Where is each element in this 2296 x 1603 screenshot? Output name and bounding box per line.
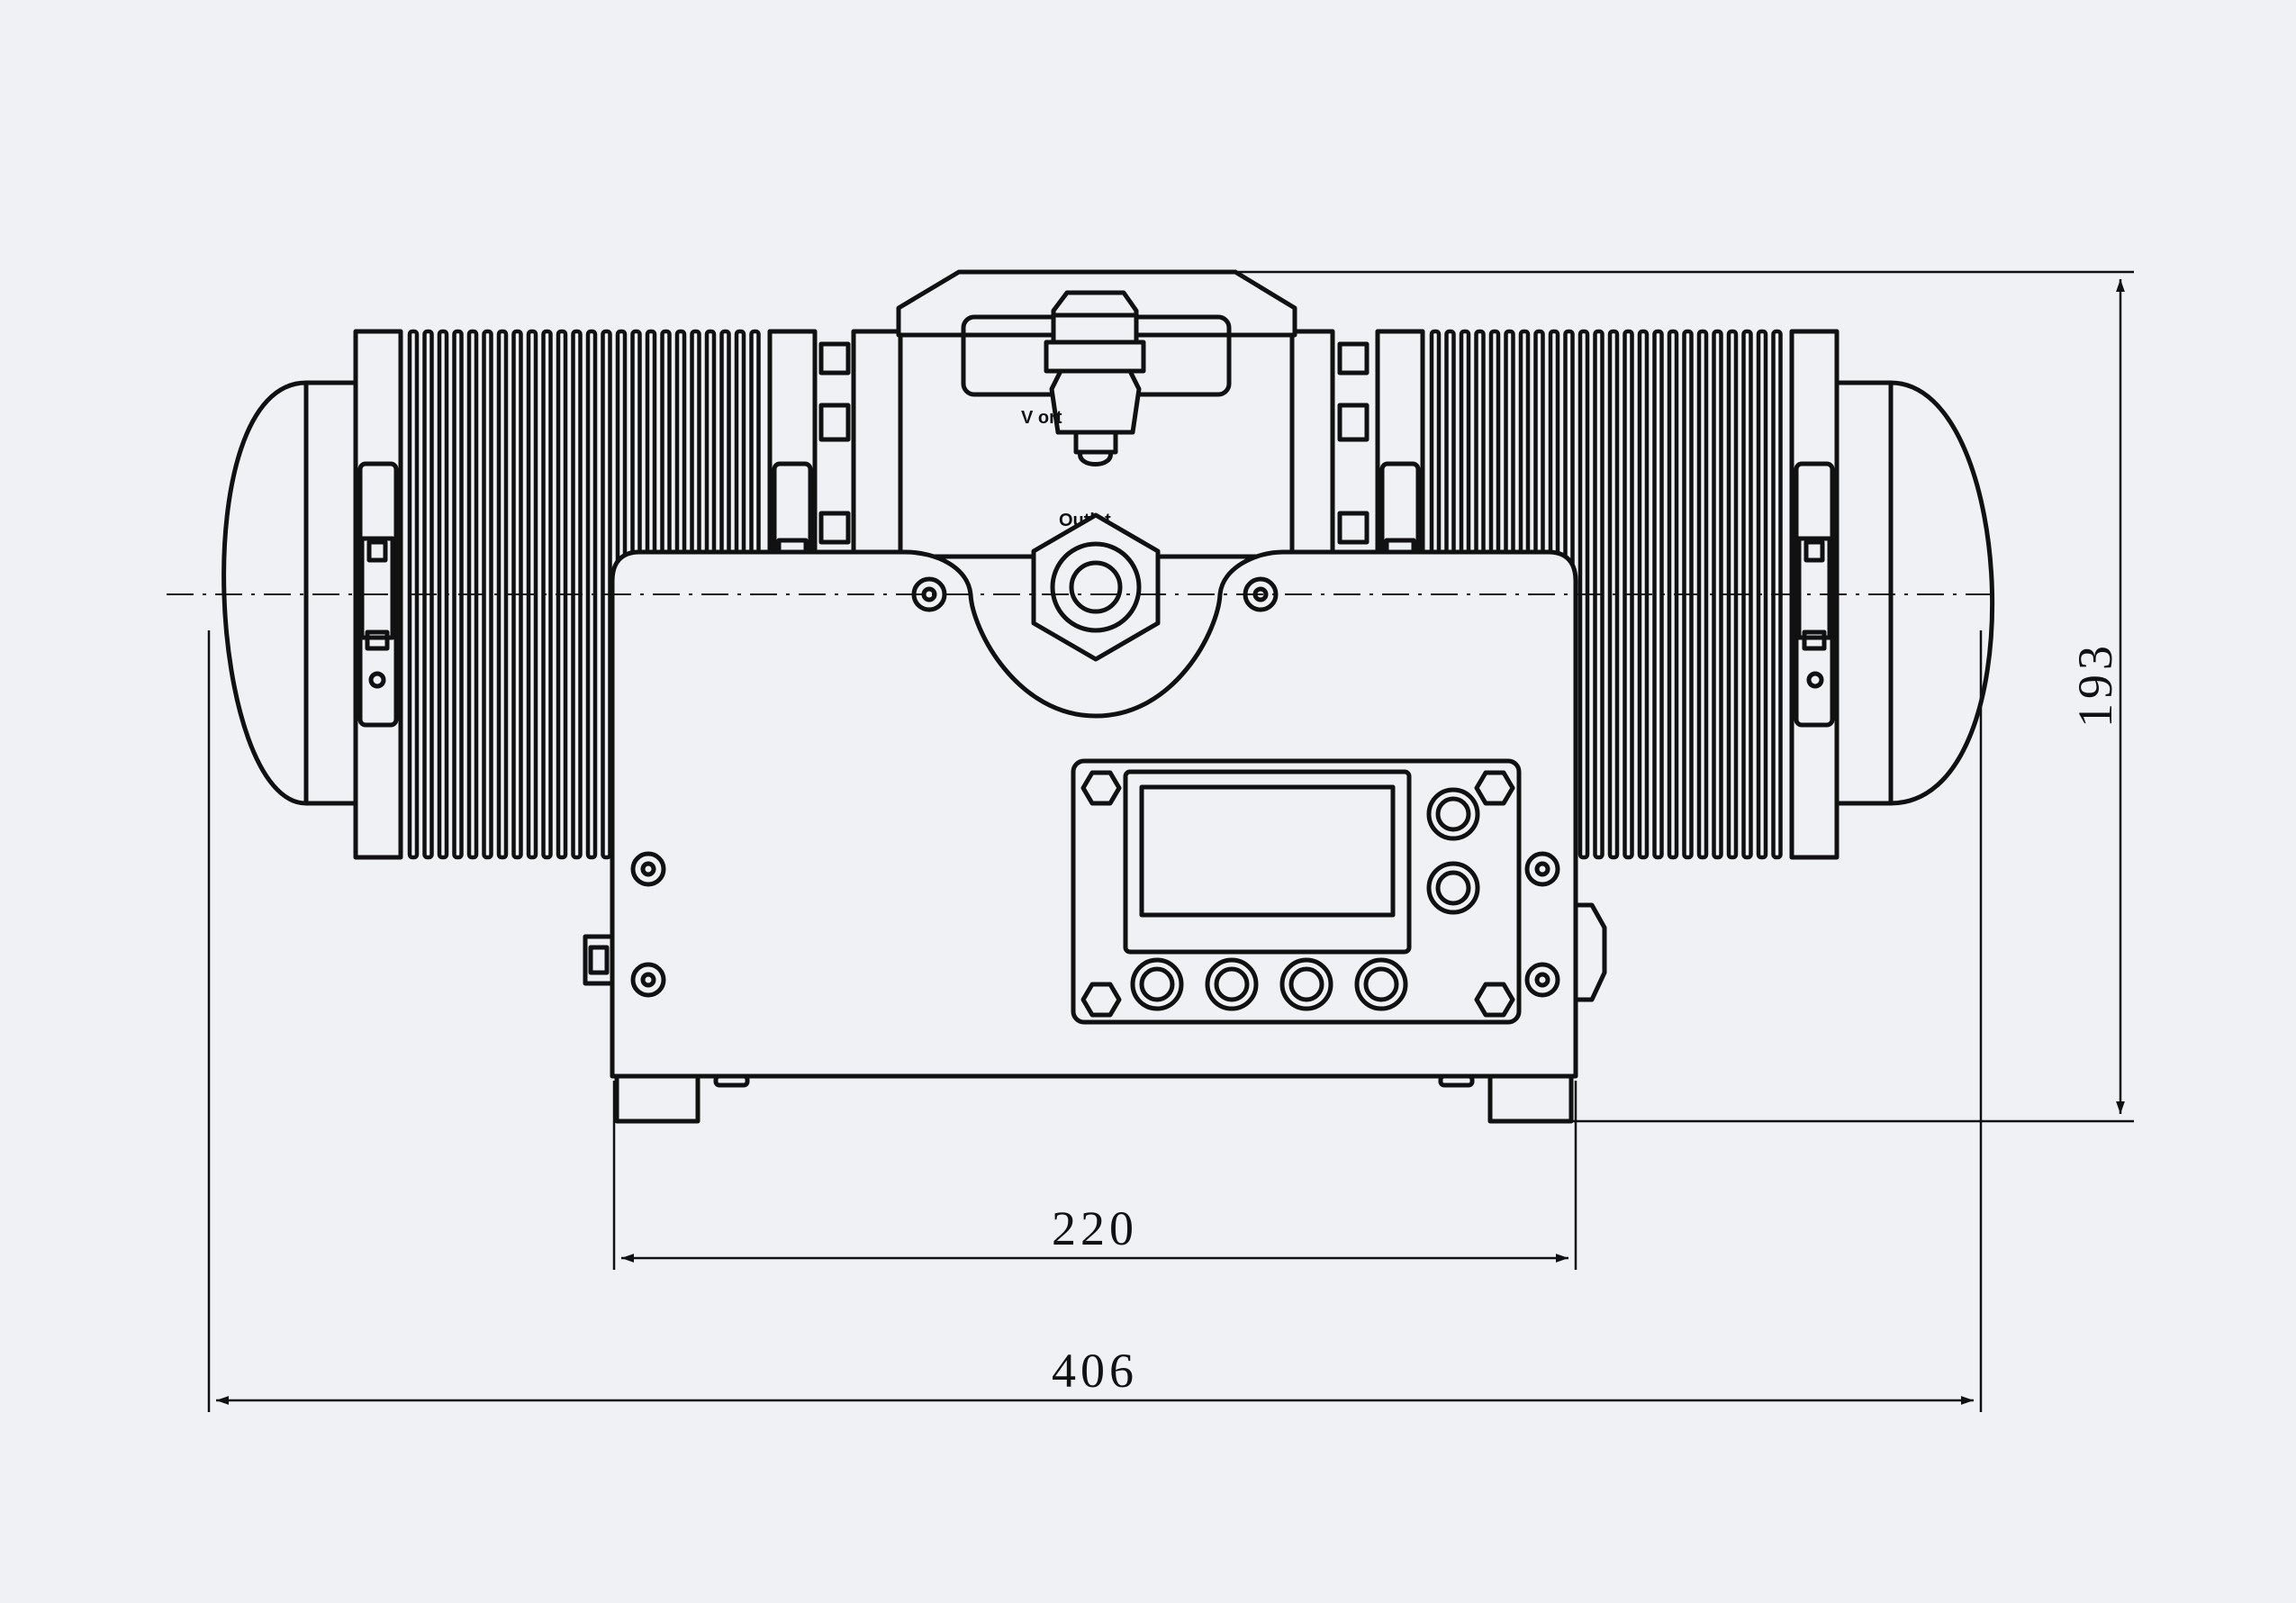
- valve-port-label: V ort: [1021, 408, 1062, 428]
- panel-button-1[interactable]: [1130, 957, 1184, 1011]
- side-rocker-switch[interactable]: [1573, 902, 1607, 1002]
- panel-button-3[interactable]: [1279, 957, 1333, 1011]
- body-screw: [1524, 851, 1560, 887]
- panel-button-4[interactable]: [1354, 957, 1408, 1011]
- panel-button-2[interactable]: [1205, 957, 1259, 1011]
- left-foot: [614, 1073, 701, 1124]
- panel-button-up[interactable]: [1426, 787, 1480, 841]
- cooling-fin: [496, 329, 509, 860]
- display-screen: [1139, 784, 1396, 918]
- body-width-dimension: 220: [612, 1081, 1577, 1270]
- display-bezel: [1123, 769, 1412, 955]
- outlet-fitting: [1031, 512, 1161, 662]
- body-screw: [630, 962, 666, 998]
- right-end-cap: [1834, 380, 1994, 806]
- panel-bolt: [1080, 770, 1122, 806]
- body-width-dimension-label: 220: [1052, 1201, 1138, 1255]
- height-dimension: 193: [1238, 270, 2134, 1123]
- right-foot: [1487, 1073, 1574, 1124]
- body-screw: [1524, 962, 1560, 998]
- cooling-fin: [437, 329, 449, 860]
- panel-bolt: [1080, 982, 1122, 1018]
- panel-bolt: [1474, 770, 1515, 806]
- panel-button-down[interactable]: [1426, 861, 1480, 915]
- control-panel: [1071, 758, 1522, 1025]
- body-screw: [630, 851, 666, 887]
- panel-bolt: [1474, 982, 1515, 1018]
- overall-width-dimension-label: 406: [1052, 1344, 1138, 1398]
- cooling-fin: [1712, 329, 1723, 860]
- cooling-fin: [1652, 329, 1664, 860]
- left-end-cap: [221, 380, 363, 806]
- top-manifold: V ort Outlet: [851, 269, 1335, 559]
- height-dimension-label: 193: [2068, 641, 2122, 728]
- overall-width-dimension: 406: [207, 630, 1983, 1412]
